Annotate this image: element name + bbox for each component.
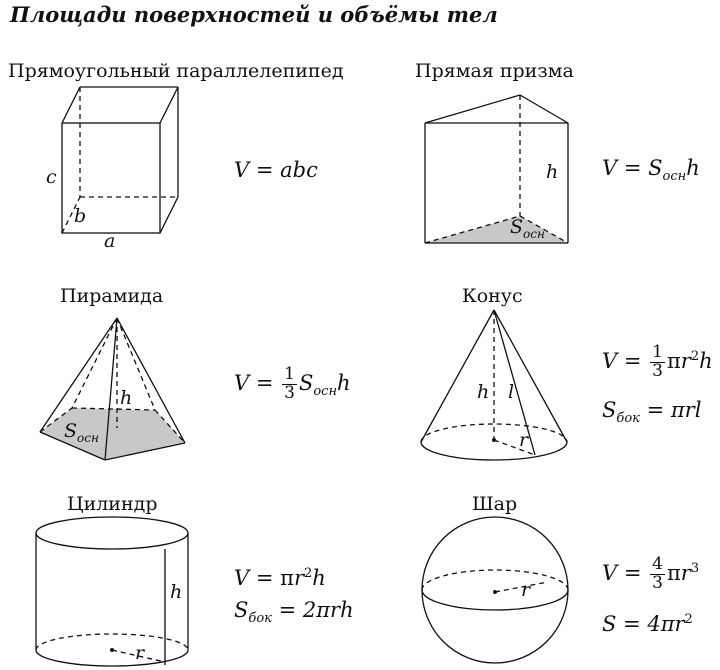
sphere-figure <box>421 516 569 664</box>
prism-title: Прямая призма <box>415 60 574 82</box>
sphere-radius-label: r <box>521 579 532 601</box>
prism-figure <box>424 94 569 244</box>
prism-volume-formula: V = Sоснh <box>602 156 700 185</box>
pyramid-base-label: Sосн <box>64 420 99 445</box>
cone-radius-label: r <box>519 429 530 451</box>
pyramid-figure <box>39 317 186 461</box>
cylinder-title: Цилиндр <box>67 493 158 515</box>
box-title: Прямоугольный параллелепипед <box>8 60 344 82</box>
box-edge-a-label: a <box>104 230 115 252</box>
cylinder-height-label: h <box>170 581 182 603</box>
cylinder-lateral-formula: Sбок = 2πrh <box>234 598 354 627</box>
prism-height-label: h <box>546 161 558 183</box>
page-title: Площади поверхностей и объёмы тел <box>10 2 498 27</box>
cylinder-figure <box>35 516 189 667</box>
box-edge-b-label: b <box>74 205 86 227</box>
prism-base-label: Sосн <box>510 216 545 241</box>
box-volume-formula: V = abc <box>234 158 318 182</box>
cone-slant-label: l <box>508 381 514 403</box>
cone-title: Конус <box>462 285 523 307</box>
cone-figure <box>420 309 568 461</box>
pyramid-title: Пирамида <box>60 285 164 307</box>
cylinder-volume-formula: V = πr2h <box>234 566 326 590</box>
pyramid-height-label: h <box>120 387 132 409</box>
cylinder-radius-label: r <box>135 642 146 664</box>
box-edge-c-label: c <box>46 166 57 188</box>
box-figure <box>61 86 179 234</box>
sphere-surface-formula: S = 4πr2 <box>602 612 693 636</box>
cone-height-label: h <box>477 381 489 403</box>
sphere-title: Шар <box>472 493 518 515</box>
cone-lateral-formula: Sбок = πrl <box>602 398 702 427</box>
